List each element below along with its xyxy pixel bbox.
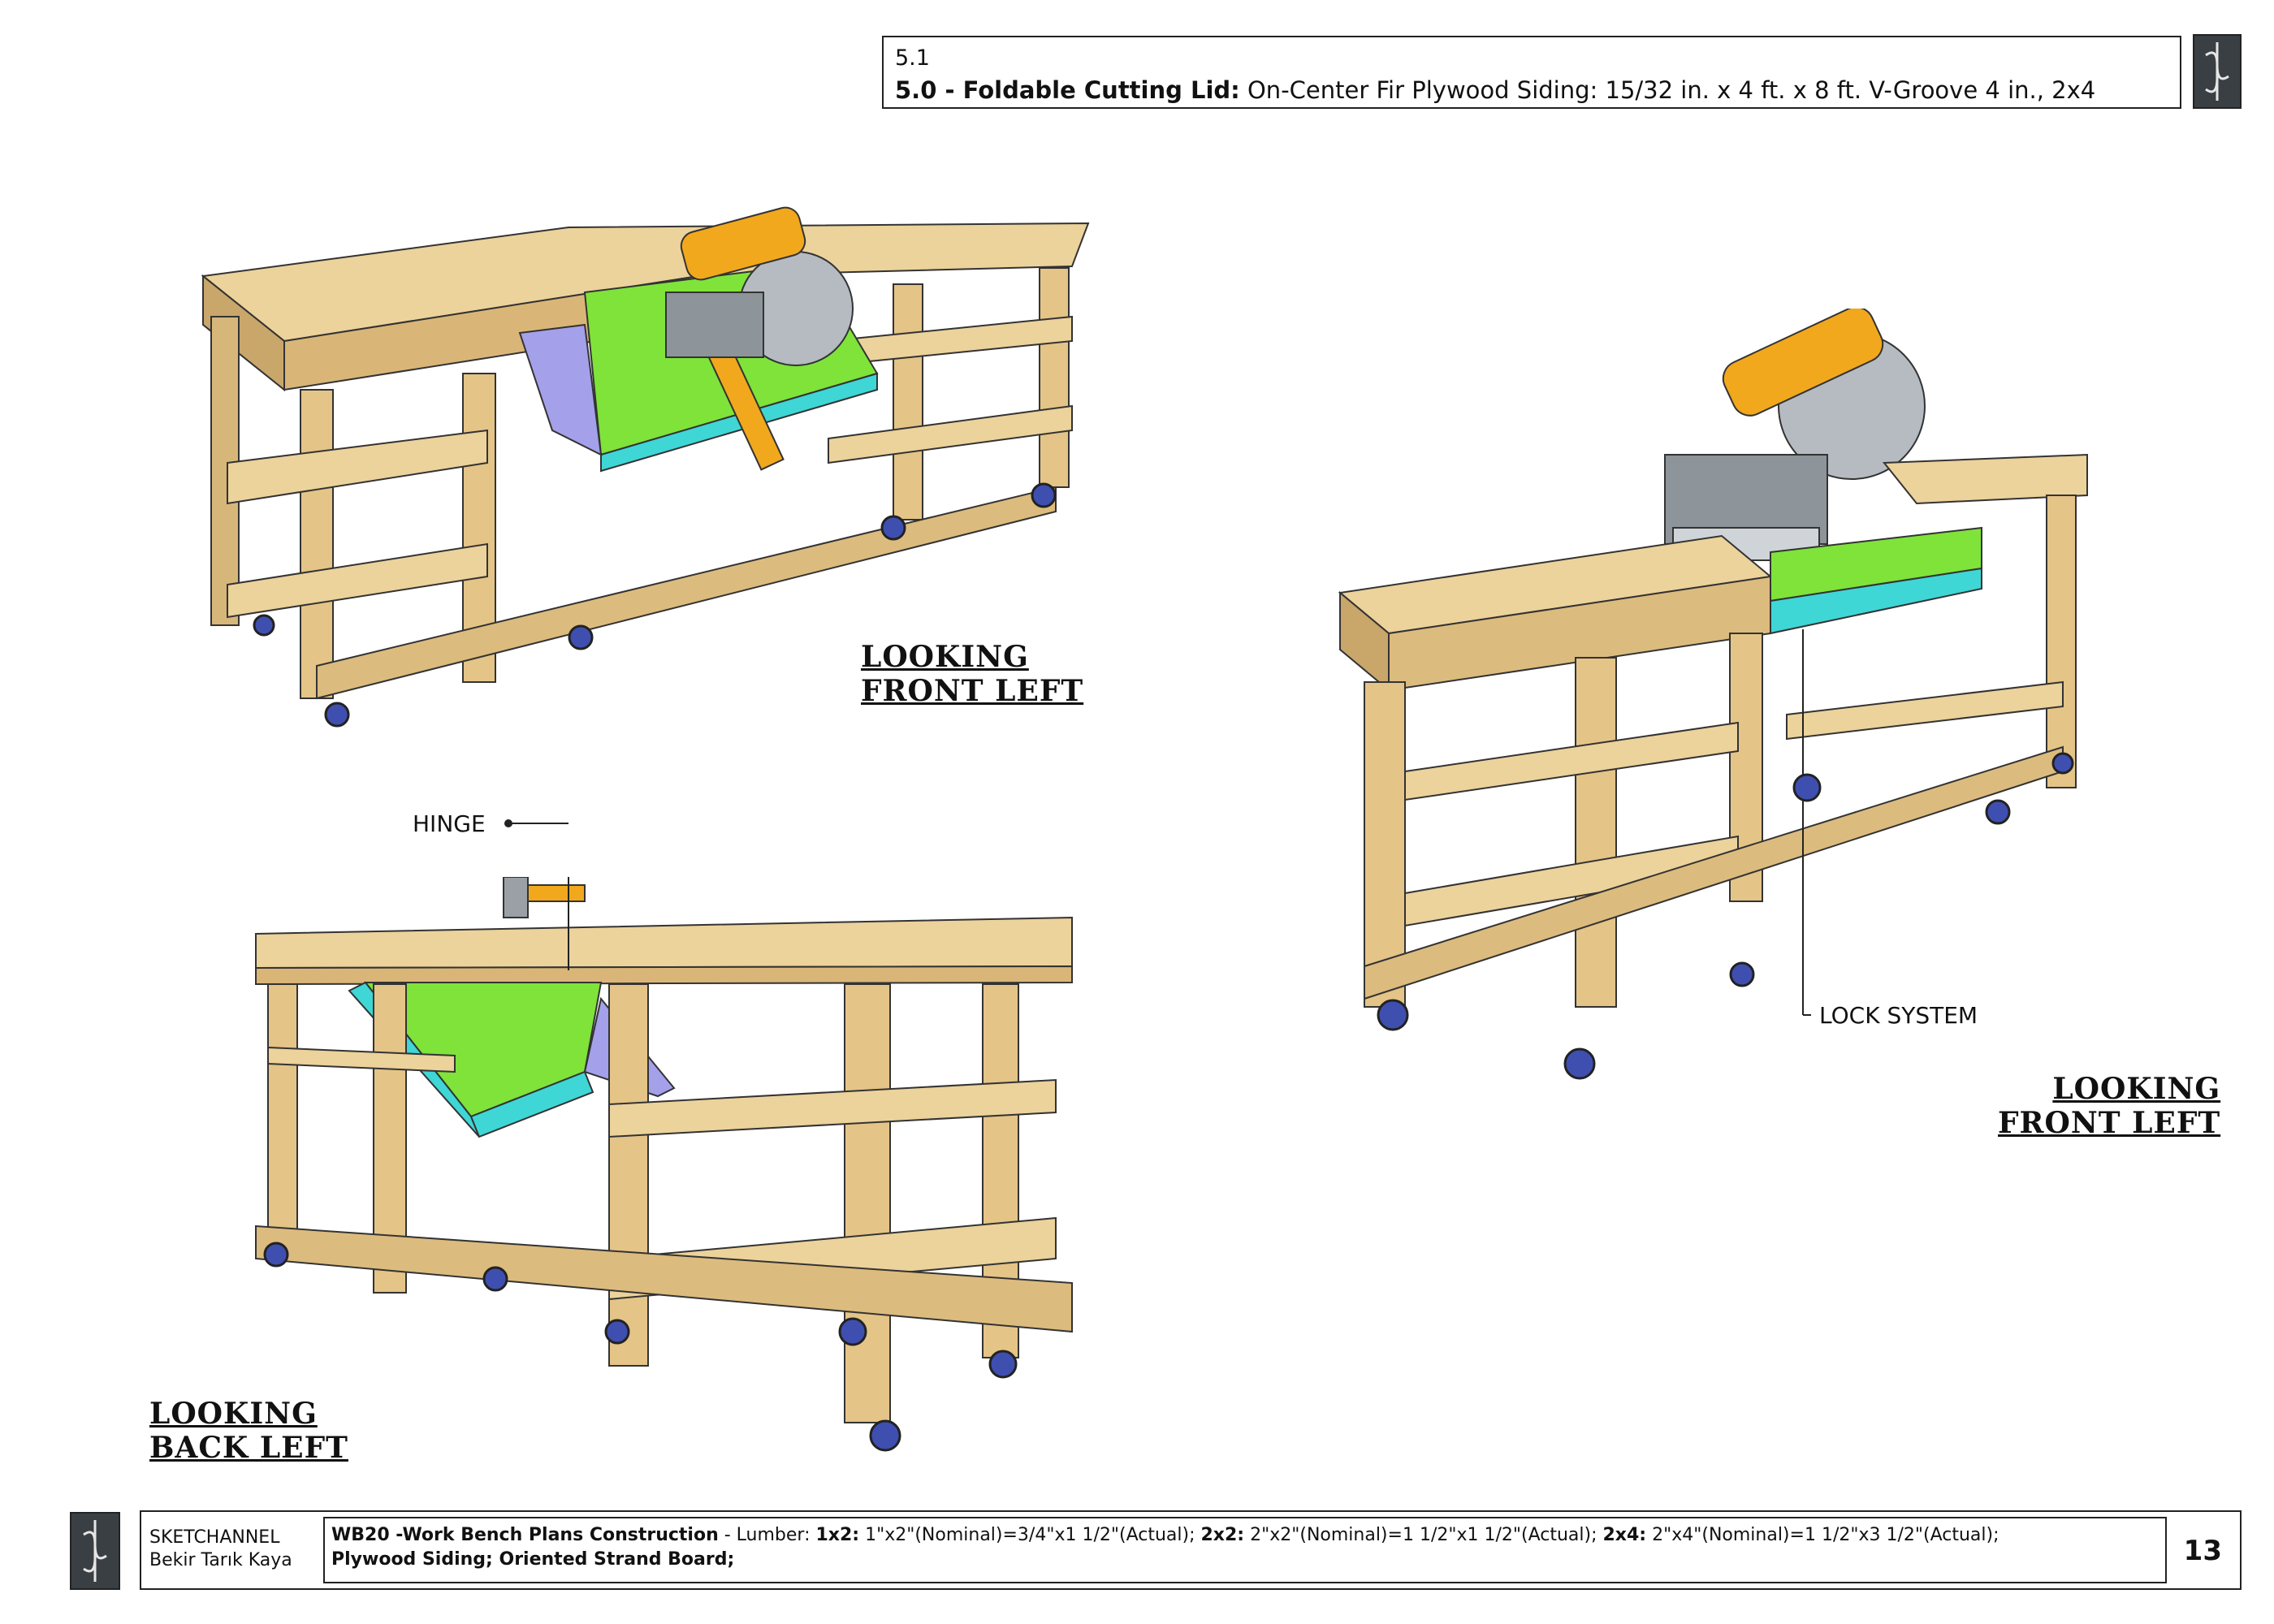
- footer-description: WB20 -Work Bench Plans Construction - Lu…: [323, 1517, 2167, 1583]
- view-label-front-left-2: LOOKING FRONT LEFT: [1998, 1072, 2221, 1140]
- author-name: Bekir Tarık Kaya: [149, 1550, 292, 1570]
- page-number: 13: [2183, 1535, 2222, 1567]
- bench-view-front-left-2: [1338, 309, 2088, 1080]
- hinge-leader-line: [504, 819, 568, 827]
- callout-hinge: HINGE: [413, 810, 486, 837]
- section-number: 5.1: [895, 45, 930, 71]
- view-label-back-left: LOOKING BACK LEFT: [149, 1397, 348, 1465]
- bench-view-front-left-1: [201, 206, 1090, 728]
- footer-author: SKETCHANNEL Bekir Tarık Kaya: [149, 1527, 312, 1572]
- lumber-line: WB20 -Work Bench Plans Construction - Lu…: [331, 1525, 1999, 1545]
- brand-name: SKETCHANNEL: [149, 1527, 280, 1548]
- view-label-front-left-1: LOOKING FRONT LEFT: [861, 640, 1084, 708]
- brand-logo: [2193, 34, 2242, 109]
- step-header: 5.1 5.0 - Foldable Cutting Lid: On-Cente…: [882, 36, 2181, 109]
- footer-logo: [70, 1512, 120, 1590]
- step-label: 5.0 - Foldable Cutting Lid:: [895, 76, 1240, 104]
- step-description: On-Center Fir Plywood Siding: 15/32 in. …: [1247, 76, 2096, 104]
- bench-view-back-left: [255, 877, 1073, 1452]
- materials-line: Plywood Siding; Oriented Strand Board;: [331, 1549, 735, 1570]
- callout-lock-system: LOCK SYSTEM: [1819, 1002, 1978, 1029]
- footer: SKETCHANNEL Bekir Tarık Kaya WB20 -Work …: [140, 1510, 2242, 1590]
- step-title: 5.0 - Foldable Cutting Lid: On-Center Fi…: [895, 76, 2095, 104]
- plan-title: WB20 -Work Bench Plans Construction: [331, 1525, 719, 1545]
